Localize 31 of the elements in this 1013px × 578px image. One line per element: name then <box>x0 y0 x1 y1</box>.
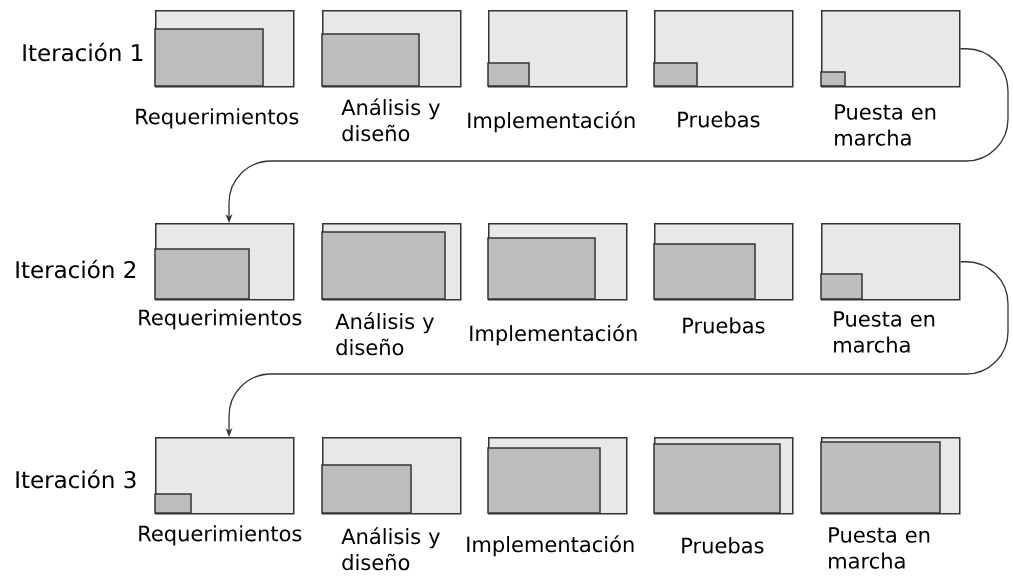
progress-box <box>653 10 794 88</box>
phase-label: Puesta en marcha <box>834 311 935 353</box>
phase-label: Implementación <box>467 535 634 557</box>
phase-label: Implementación <box>470 324 637 346</box>
phase-label: Análisis y diseño <box>341 527 440 571</box>
phase-label: Implementación <box>468 111 635 133</box>
progress-box <box>487 10 628 88</box>
progress-box <box>321 10 462 88</box>
progress-box <box>154 437 295 515</box>
phase-label: Análisis y diseño <box>335 312 434 356</box>
phase-label: Requerimientos <box>139 309 302 330</box>
phase-label: Puesta en marcha <box>829 527 930 569</box>
phase-label: Pruebas <box>678 111 760 128</box>
progress-box <box>154 10 295 88</box>
phase-label: Análisis y diseño <box>341 98 440 142</box>
phase-label: Pruebas <box>683 317 765 334</box>
phase-label: Requerimientos <box>139 525 302 546</box>
progress-box <box>820 10 961 88</box>
phase-label: Puesta en marcha <box>835 104 936 146</box>
progress-box <box>321 223 462 301</box>
phase-label: Requerimientos <box>136 108 299 129</box>
progress-box <box>154 223 295 301</box>
progress-box <box>321 437 462 515</box>
row-label: Iteración 2 <box>16 259 136 279</box>
progress-box <box>820 437 961 515</box>
progress-box <box>820 223 961 301</box>
progress-box <box>487 437 628 515</box>
progress-box <box>487 223 628 301</box>
progress-box <box>653 223 794 301</box>
progress-box <box>653 437 794 515</box>
phase-label: Pruebas <box>682 537 764 554</box>
